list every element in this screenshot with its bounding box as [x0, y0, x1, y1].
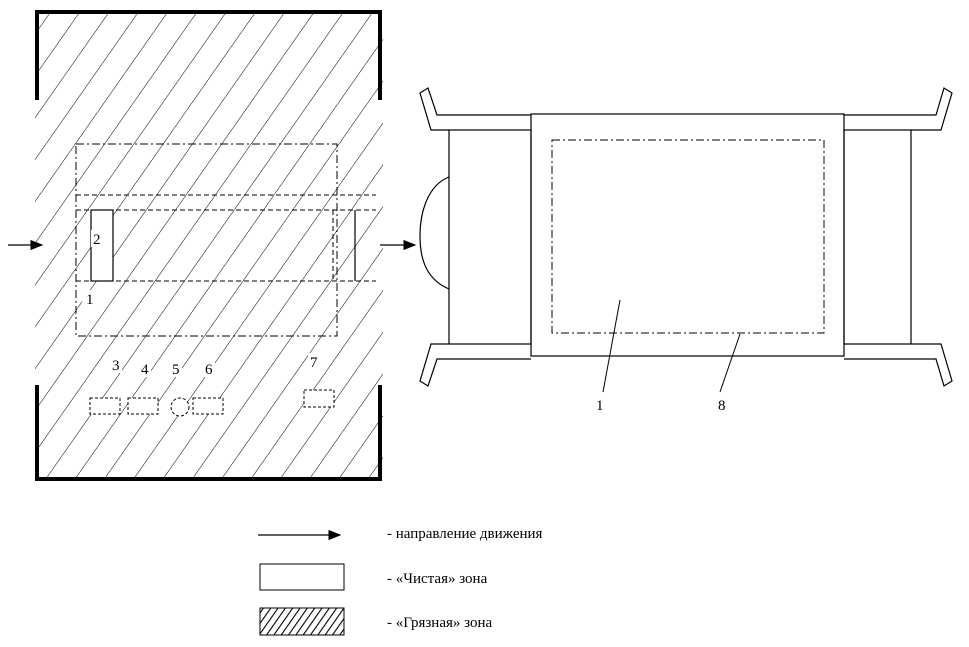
arm-bottom-left	[419, 343, 531, 387]
legend-dirty-text: - «Грязная» зона	[387, 615, 492, 631]
left-labels: 1 2 3 4 5 6 7	[82, 230, 320, 378]
vehicle-outline-dashdot	[75, 143, 338, 337]
vehicle-body	[530, 113, 845, 357]
left-inner-elements	[75, 143, 376, 417]
vehicle-top-view	[419, 87, 953, 393]
label-2: 2	[93, 232, 101, 248]
label-7: 7	[310, 355, 318, 371]
vehicle-cab	[419, 176, 450, 290]
equipment-box-7	[303, 389, 335, 408]
legend-direction-text: - направление движения	[387, 526, 543, 542]
vehicle-front-section	[448, 129, 532, 345]
label-3: 3	[112, 358, 120, 374]
bottom-wall	[35, 385, 382, 481]
label-1-left: 1	[86, 292, 94, 308]
label-4: 4	[141, 362, 149, 378]
label-6: 6	[205, 362, 213, 378]
label-5: 5	[172, 362, 180, 378]
leader-1	[602, 299, 621, 393]
leader-8	[719, 333, 741, 393]
label-8: 8	[718, 398, 726, 414]
legend: - направление движения - «Чистая» зона -…	[258, 526, 543, 636]
legend-dirty-swatch	[259, 607, 345, 636]
legend-clean-text: - «Чистая» зона	[387, 571, 488, 587]
equipment-box-4	[127, 397, 159, 415]
arm-bottom-right	[844, 343, 953, 387]
arm-top-right	[844, 87, 953, 131]
equipment-circle-5	[170, 397, 190, 417]
legend-clean-swatch	[259, 563, 345, 591]
equipment-box-3	[89, 397, 121, 415]
vehicle-rear-section	[843, 129, 912, 345]
label-1-right: 1	[596, 398, 604, 414]
top-wall	[35, 10, 382, 100]
arm-top-left	[419, 87, 531, 131]
clean-zone-outline	[551, 139, 825, 334]
equipment-box-6	[192, 397, 224, 415]
